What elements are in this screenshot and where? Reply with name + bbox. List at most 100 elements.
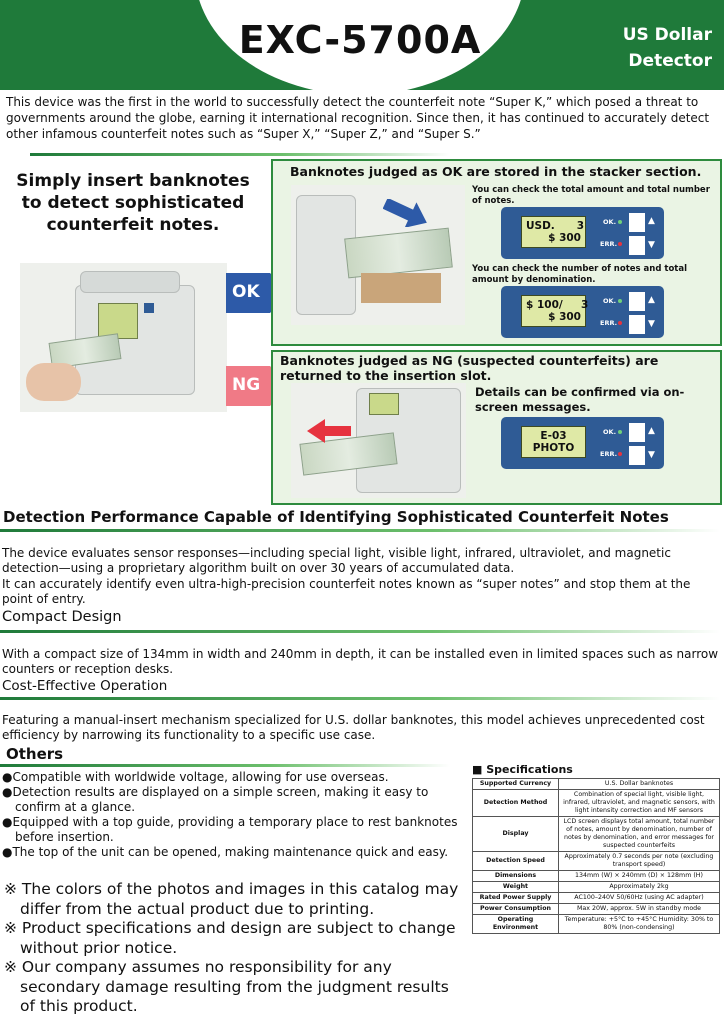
err-indicator-label: ERR. [600, 319, 618, 327]
lcd-screen-3: E-03 PHOTO [521, 426, 586, 458]
down-key[interactable] [629, 315, 645, 334]
subtitle-line-2: Detector [628, 51, 712, 71]
detection-paragraph-2: It can accurately identify even ultra-hi… [2, 577, 691, 606]
divider [0, 529, 720, 532]
spec-value: Temperature: +5°C to +45°C Humidity: 30%… [558, 914, 720, 934]
compact-title: Compact Design [2, 609, 122, 625]
spec-key: Supported Currency [472, 778, 559, 790]
note-item: ※ Product specifications and design are … [4, 919, 456, 957]
spec-key: Operating Environment [472, 914, 559, 934]
note-item: ※ Our company assumes no responsibility … [4, 958, 449, 1015]
lcd2-line-2: $ 300 [548, 311, 581, 323]
lcd3-line-1: E-03 [540, 430, 567, 442]
ng-label: NG [232, 375, 261, 395]
note-item: ※ The colors of the photos and images in… [4, 880, 459, 918]
up-key[interactable] [629, 423, 645, 442]
list-item: ●Equipped with a top guide, providing a … [2, 815, 458, 844]
ok-note-2: You can check the number of notes and to… [472, 264, 687, 285]
machine-screen [369, 393, 399, 415]
lcd-screen-1: USD. 3 $ 300 [521, 216, 586, 248]
stacked-banknote [344, 227, 453, 279]
spec-key: Power Consumption [472, 903, 559, 915]
up-arrow-icon: ▲ [648, 216, 655, 226]
down-key[interactable] [629, 236, 645, 255]
down-arrow-icon: ▼ [648, 319, 655, 329]
divider [0, 697, 720, 700]
spec-key: Display [472, 816, 559, 852]
ok-indicator-dot [618, 299, 622, 303]
spec-value: U.S. Dollar banknotes [558, 778, 720, 790]
ok-label: OK [232, 282, 260, 302]
lcd1-line-2: $ 300 [548, 232, 581, 244]
ok-panel-title: Banknotes judged as OK are stored in the… [290, 164, 702, 179]
spec-value: Combination of special light, visible li… [558, 789, 720, 817]
spec-key: Rated Power Supply [472, 892, 559, 904]
divider [0, 764, 450, 767]
ng-panel-title: Banknotes judged as NG (suspected counte… [280, 353, 659, 383]
list-item: ●Detection results are displayed on a si… [2, 785, 429, 814]
spec-value: AC100–240V 50/60Hz (using AC adapter) [558, 892, 720, 904]
hand [26, 363, 81, 401]
detection-paragraph-1: The device evaluates sensor responses—in… [2, 546, 671, 575]
spec-value: Approximately 0.7 seconds per note (excl… [558, 851, 720, 871]
banknote-back [361, 273, 441, 303]
ok-indicator-label: OK. [603, 428, 617, 436]
down-key[interactable] [629, 446, 645, 465]
divider [0, 630, 720, 633]
specifications-title: ■ Specifications [472, 763, 573, 776]
detection-title: Detection Performance Capable of Identif… [3, 508, 669, 526]
ok-indicator-dot [618, 430, 622, 434]
others-list: ●Compatible with worldwide voltage, allo… [2, 770, 472, 860]
ng-photo [291, 383, 466, 498]
others-title: Others [6, 745, 64, 763]
model-title: EXC-5700A [238, 18, 482, 62]
err-indicator-dot [618, 452, 622, 456]
ng-note: Details can be confirmed via on-screen m… [475, 385, 685, 414]
spec-key: Weight [472, 881, 559, 893]
product-subtitle: US Dollar Detector [562, 22, 712, 74]
up-arrow-icon: ▲ [648, 295, 655, 305]
cost-paragraph: Featuring a manual-insert mechanism spec… [2, 713, 705, 742]
lcd2-line-1: $ 100/ 3 [526, 299, 589, 311]
spec-value: Max 20W, approx. 5W in standby mode [558, 903, 720, 915]
compact-paragraph: With a compact size of 134mm in width an… [2, 647, 719, 676]
spec-value: LCD screen displays total amount, total … [558, 816, 720, 852]
cost-title: Cost-Effective Operation [2, 678, 168, 694]
err-indicator-dot [618, 242, 622, 246]
list-item: ●Compatible with worldwide voltage, allo… [2, 770, 389, 784]
up-arrow-icon: ▲ [648, 426, 655, 436]
spec-key: Detection Speed [472, 851, 559, 871]
err-indicator-label: ERR. [600, 450, 618, 458]
lcd1-line-1: USD. 3 [526, 220, 585, 232]
insert-arrow-icon [383, 199, 427, 227]
ok-indicator-label: OK. [603, 297, 617, 305]
divider [30, 153, 450, 156]
spec-key: Dimensions [472, 870, 559, 882]
subtitle-line-1: US Dollar [622, 25, 712, 45]
spec-value: Approximately 2kg [558, 881, 720, 893]
disclaimer-notes: ※ The colors of the photos and images in… [4, 880, 466, 1017]
up-key[interactable] [629, 213, 645, 232]
ok-note-1: You can check the total amount and total… [472, 185, 710, 206]
top-guide [80, 271, 180, 293]
main-product-photo [20, 263, 227, 412]
up-key[interactable] [629, 292, 645, 311]
ok-photo [291, 185, 465, 325]
list-item: ●The top of the unit can be opened, maki… [2, 845, 449, 859]
lcd-screen-2: $ 100/ 3 $ 300 [521, 295, 589, 327]
machine-screen [98, 303, 138, 339]
down-arrow-icon: ▼ [648, 450, 655, 460]
spec-value: 134mm (W) × 240mm (D) × 128mm (H) [558, 870, 720, 882]
return-arrow-icon [307, 419, 351, 443]
intro-paragraph: This device was the first in the world t… [6, 95, 710, 141]
err-indicator-dot [618, 321, 622, 325]
